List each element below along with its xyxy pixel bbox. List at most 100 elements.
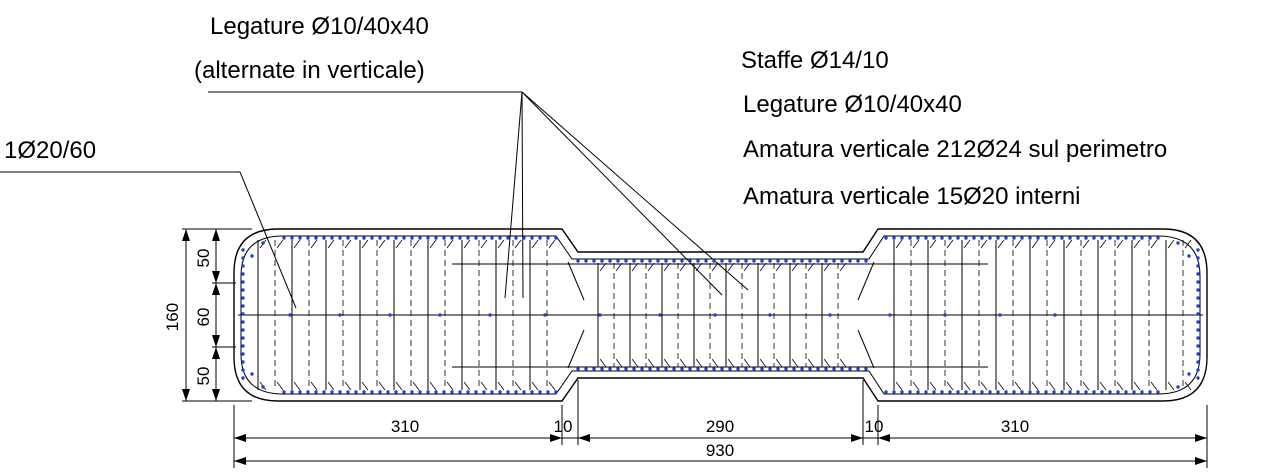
stirrup-hook [929, 381, 937, 391]
rebar-dot [704, 367, 708, 371]
rebar-dot [538, 390, 542, 394]
rebar-dot [394, 390, 398, 394]
horizontal-dimension [233, 380, 1208, 468]
stirrup-hook [429, 381, 437, 391]
rebar-dot [394, 236, 398, 240]
rebar-dot [1196, 352, 1200, 356]
rebar-dot [632, 259, 636, 263]
rebar-dot [1196, 280, 1200, 284]
stirrup-hook [599, 262, 607, 272]
rebar-dot [696, 367, 700, 371]
rebar-dot [648, 259, 652, 263]
rebar-dot [402, 236, 406, 240]
stirrup-hook [895, 239, 903, 249]
rebar-dot [1028, 236, 1032, 240]
rebar-dot [728, 259, 732, 263]
rebar-dot [1196, 296, 1200, 300]
stirrup-hook [548, 239, 556, 249]
stirrup-hook [463, 239, 471, 249]
stirrup-hook [759, 358, 767, 368]
rebar-dot [840, 367, 844, 371]
stirrup-hook [727, 358, 735, 368]
rebar-dot [506, 390, 510, 394]
rebar-dot [386, 236, 390, 240]
rebar-dot [1132, 236, 1136, 240]
rebar-dot [314, 236, 318, 240]
stirrup-hook [1065, 239, 1073, 249]
stirrup-hook [361, 239, 369, 249]
stirrup-hook [759, 262, 767, 272]
rebar-dot [776, 259, 780, 263]
rebar-dot [554, 390, 558, 394]
staffe-label: Staffe Ø14/10 [741, 47, 889, 74]
stirrup-hook [997, 381, 1005, 391]
rebar-dot [241, 272, 245, 276]
rebar-dot [282, 236, 286, 240]
rebar-dot [426, 236, 430, 240]
rebar-dot [458, 236, 462, 240]
rebar-dot [900, 390, 904, 394]
rebar-dot [1148, 236, 1152, 240]
rebar-dot [241, 320, 245, 324]
rebar-dot [712, 367, 716, 371]
stirrup-hook [1167, 239, 1175, 249]
hdim-text-310-right: 310 [1001, 417, 1029, 436]
rebar-dot [314, 390, 318, 394]
legature-top-label-2: (alternate in verticale) [194, 57, 425, 84]
rebar-dot [632, 367, 636, 371]
vdim-text-mid: 60 [194, 308, 213, 327]
stirrup-hook [310, 239, 318, 249]
stirrup-hook [743, 262, 751, 272]
stirrup-hook [695, 358, 703, 368]
rebar-dot [474, 390, 478, 394]
rebar-dot [338, 236, 342, 240]
inner-ties [238, 263, 1203, 368]
rebar-dot [760, 367, 764, 371]
rebar-dot [282, 390, 286, 394]
rebar-dot [1084, 236, 1088, 240]
rebar-dot [498, 236, 502, 240]
rebar-dot-interior [438, 313, 442, 317]
rebar-dot-interior [488, 313, 492, 317]
rebar-dot [1140, 390, 1144, 394]
rebar-dot [434, 236, 438, 240]
rebar-dot [498, 390, 502, 394]
rebar-dot [241, 280, 245, 284]
stirrup-hook [327, 239, 335, 249]
rebar-dot [816, 367, 820, 371]
rebar-dot [924, 236, 928, 240]
rebar-dot [1196, 256, 1200, 260]
rebar-dot [450, 236, 454, 240]
rebar-dot [640, 367, 644, 371]
rebar-dot-interior [388, 313, 392, 317]
stirrup-hook [1167, 381, 1175, 391]
rebar-dot [856, 367, 860, 371]
rebar-dot [1196, 272, 1200, 276]
rebar-dot [988, 236, 992, 240]
stirrup-hook [1116, 239, 1124, 249]
rebar-dot [824, 259, 828, 263]
transition-link-tr [857, 261, 875, 301]
rebar-dot [1196, 336, 1200, 340]
stirrup-hook [663, 358, 671, 368]
rebar-dot [466, 236, 470, 240]
rebar-dot [824, 367, 828, 371]
vertical-dimension [182, 228, 252, 402]
rebar-dot [916, 390, 920, 394]
rebar-dot [768, 259, 772, 263]
stirrup-hook [480, 239, 488, 249]
rebar-dot [664, 259, 668, 263]
rebar-dot [1124, 390, 1128, 394]
rebar-dot [1012, 236, 1016, 240]
rebar-dot [241, 376, 245, 380]
stirrup-hook [480, 381, 488, 391]
stirrup-hook [1082, 239, 1090, 249]
rebar-dot [592, 367, 596, 371]
rebar-dot [908, 236, 912, 240]
rebar-dot [720, 259, 724, 263]
rebar-dot [592, 259, 596, 263]
rebar-dot-interior [713, 313, 717, 317]
rebar-dot [482, 236, 486, 240]
stirrup-hook [463, 381, 471, 391]
rebar-dot-interior [338, 313, 342, 317]
